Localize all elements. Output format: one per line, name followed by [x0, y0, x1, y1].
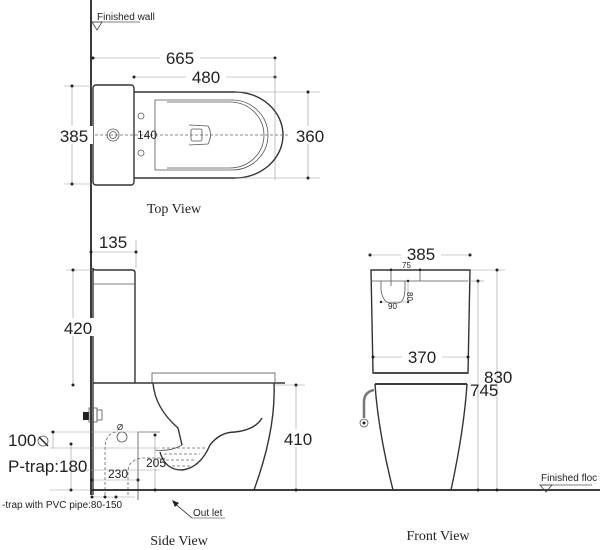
dim-hole-spacing: 140 [137, 128, 157, 142]
side-view: 135 420 410 [2, 233, 600, 549]
dim-tank-height: 420 [64, 319, 92, 338]
dim-overall-height: 830 [484, 368, 512, 387]
dim-front-bottom-width: 370 [408, 348, 436, 367]
floor-marker-icon [539, 484, 553, 493]
front-view: 385 75 80 90 370 [359, 245, 597, 544]
diameter-symbol-icon [37, 435, 49, 447]
p-trap-offset: 100 [8, 431, 36, 450]
dim-cutout-depth: 80 [405, 292, 414, 301]
front-view-title: Front View [406, 529, 470, 544]
dim-cutout-width: 90 [388, 302, 397, 311]
wall-marker-icon [91, 21, 103, 31]
finished-floor-label: Finished floc [541, 473, 597, 484]
dim-outlet-height: 205 [146, 456, 166, 470]
dim-bowl-height: 410 [284, 430, 312, 449]
dim-s-trap: 230 [108, 467, 128, 481]
side-tank-outline [92, 267, 136, 383]
outlet-arrow-icon [172, 500, 179, 507]
water-valve-icon [83, 407, 103, 423]
drain-pipe-icon [116, 431, 128, 443]
dim-bowl-length: 480 [192, 68, 220, 87]
dim-front-top-width: 385 [407, 245, 435, 264]
outlet-label: Out let [193, 508, 223, 519]
water-inlet-icon [359, 418, 369, 428]
dim-tank-width: 385 [60, 127, 88, 146]
dim-overall-length: 665 [166, 49, 194, 68]
dim-tank-depth: 135 [99, 233, 127, 252]
top-view: 665 480 140 385 [55, 48, 326, 217]
p-trap-label: P-trap:180 [8, 457, 87, 476]
flush-button-icon [106, 128, 120, 142]
dim-seat-height: 745 [470, 381, 498, 400]
dim-bowl-width: 360 [296, 127, 324, 146]
dim-cutout-offset: 75 [402, 261, 411, 270]
side-view-title: Side View [150, 534, 209, 549]
svg-text:Ø: Ø [117, 423, 123, 432]
top-view-title: Top View [147, 202, 202, 217]
finished-wall: Finished wall [90, 0, 155, 495]
s-trap-note: -trap with PVC pipe:80-150 [2, 500, 123, 511]
finished-wall-label: Finished wall [97, 12, 155, 23]
